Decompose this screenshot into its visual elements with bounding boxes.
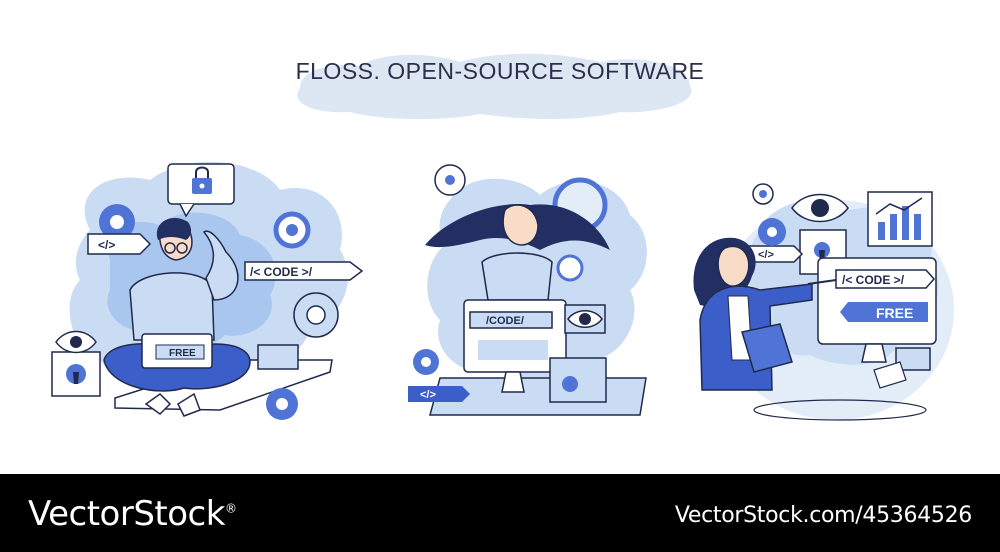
monitor: /CODE/ (463, 299, 567, 393)
brand-mark: ® (224, 501, 237, 516)
chart-board (867, 191, 933, 247)
gear-icon (99, 204, 339, 420)
code-text: /< CODE >/ (250, 265, 313, 279)
box (257, 344, 299, 370)
code-tag (469, 311, 553, 329)
scene-1: </> /< CODE >/ (51, 161, 364, 420)
code-tag: /< CODE >/ (244, 261, 364, 281)
monitor: /< CODE >/ FREE (817, 257, 937, 363)
laptop: FREE (141, 333, 213, 369)
brand-name: VectorStock (28, 494, 225, 534)
circle-icon (556, 254, 584, 282)
page-title: FLOSS. OPEN-SOURCE SOFTWARE (295, 58, 705, 84)
book (741, 323, 793, 373)
code-text: /CODE/ (486, 315, 524, 327)
scene-2: /CODE/ </> (408, 164, 647, 416)
watermark-bar: VectorStock® VectorStock.com/45364526 (0, 474, 1000, 552)
paper (873, 361, 907, 389)
eye-lock-box (51, 330, 101, 397)
face (502, 204, 539, 246)
brackets-text: </> (758, 249, 774, 261)
code-text: /< CODE >/ (842, 273, 905, 287)
shirt (481, 252, 553, 301)
free-label: FREE (169, 348, 196, 359)
brackets-text: </> (420, 389, 436, 401)
box (895, 347, 931, 371)
scene-3: </> /< CODE >/ FREE (693, 183, 954, 421)
lock-icon (192, 166, 212, 194)
illustration: </> /< CODE >/ (51, 161, 954, 421)
code-tag (835, 269, 936, 289)
person-3 (693, 237, 837, 391)
free-label: FREE (876, 305, 913, 321)
title-cloud (297, 53, 692, 120)
brackets-tag: </> (87, 233, 152, 255)
brackets-tag: </> (747, 245, 804, 263)
lock-bubble (167, 163, 235, 218)
lock-box (549, 357, 607, 403)
free-tag (840, 302, 928, 322)
brand-logo: VectorStock® (28, 494, 237, 534)
image-id: VectorStock.com/45364526 (674, 503, 972, 528)
title-area: FLOSS. OPEN-SOURCE SOFTWARE (0, 40, 1000, 120)
brackets-text: </> (98, 238, 115, 252)
brackets-tag: </> (408, 386, 470, 402)
